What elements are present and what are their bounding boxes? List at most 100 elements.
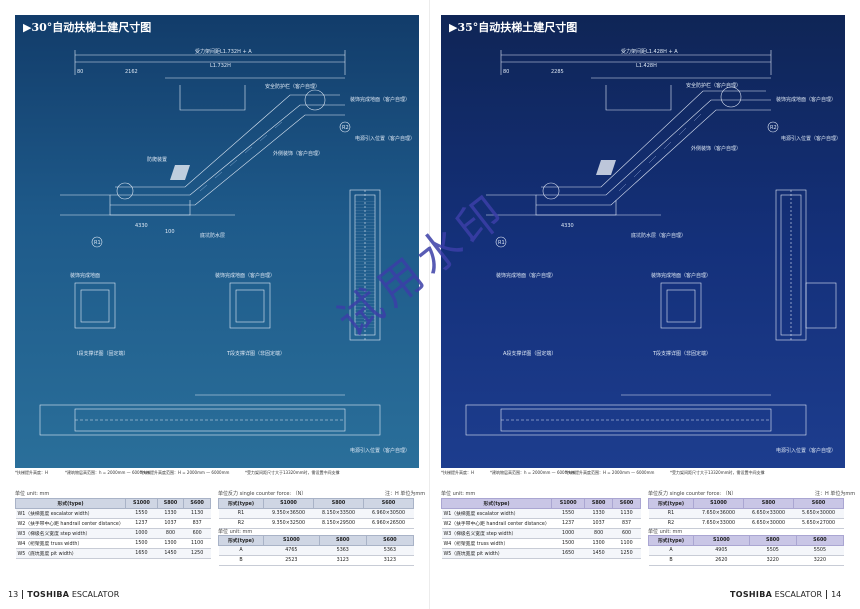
label-detail-b: T段支撑详图（非固定端） [652, 350, 711, 357]
label-finish-floor: 装饰完成地面（客户自理） [776, 96, 836, 103]
dim-4330: 4330 [135, 223, 148, 229]
note-2: *建筑物层高范围：h = 2000mm — 6000mm [65, 470, 150, 475]
dim-mid-span: L1.428H [636, 63, 657, 69]
escalator-drawing-35: 受力架间距L1.428H + A L1.428H 2285 80 4330 R1… [465, 48, 841, 454]
page-number: 14 [831, 590, 842, 599]
note-3: *扶梯提升高度范围：H = 2000mm — 6000mm [140, 470, 230, 475]
label-detail-a: I段支撑详图（固定端） [77, 350, 128, 357]
product-name: ESCALATOR [774, 590, 823, 599]
dim-top-span: 受力架间距L1.732H + A [195, 48, 252, 55]
note-3: *扶梯提升高度范围：H = 2000mm — 6000mm [565, 470, 655, 475]
escalator-drawing-30: 受力架间距L1.732H + A L1.732H 2162 80 4330 10… [39, 48, 415, 454]
width-table: 形式(type) S1000 S800 S600 W1（扶梯宽度 escalat… [440, 498, 641, 559]
note-1: *扶梯提升高度：H [441, 470, 475, 475]
footer-right: TOSHIBA ESCALATOR 14 [730, 590, 841, 599]
width-table: 形式(type) S1000 S800 S600 W1（扶梯宽度 escalat… [14, 498, 211, 559]
dim-2285: 2285 [551, 69, 564, 75]
unit-label: 单位 unit: mm [15, 491, 50, 497]
col-header: S800 [156, 498, 185, 509]
col-header: S1000 [263, 535, 320, 546]
label-deco-floor-b: 装饰完成地面（客户自理） [215, 272, 275, 279]
label-pit-layer: 底坑防水层（客户自理） [631, 232, 686, 239]
brand-logo: TOSHIBA [27, 590, 70, 599]
unit-label: 单位 unit: mm [441, 491, 476, 497]
col-header: S800 [313, 498, 364, 509]
col-header: S600 [363, 498, 414, 509]
dim-r2: R2 [342, 125, 349, 131]
page-left: ▶30°自动扶梯土建尺寸图 [8, 15, 426, 599]
note-4: *受力架间距尺寸大于13320mm时，需设置中间支撑 [670, 470, 765, 475]
unit-label-a: 单位 unit: mm [648, 529, 683, 535]
label-detail-b: T段支撑详图（非固定端） [226, 350, 285, 357]
col-header: 形式(type) [440, 498, 553, 509]
unit-label-a: 单位 unit: mm [218, 529, 253, 535]
note-2: *建筑物层高范围：h = 2000mm — 6000mm [490, 470, 575, 475]
col-header: S600 [365, 535, 415, 546]
col-header: S1000 [693, 498, 744, 509]
dim-2162: 2162 [125, 69, 138, 75]
col-header: S1000 [125, 498, 158, 509]
note-4: *受力架间距尺寸大于13320mm时，需设置中间支撑 [245, 470, 340, 475]
col-header: 形式(type) [648, 498, 694, 509]
label-pit-layer: 底坑防水层 [200, 232, 225, 239]
col-header: 形式(type) [218, 498, 264, 509]
dim-r1: R1 [498, 240, 505, 246]
label-deco-floor-a: 装饰完成地面（客户自理） [496, 272, 556, 279]
label-power: 电源引入位置（客户自理） [350, 447, 410, 454]
force-unit-note: 注：H 单位为mm [815, 491, 856, 497]
dim-r2: R2 [770, 125, 777, 131]
dim-80: 80 [77, 69, 83, 75]
label-finish-floor: 装饰完成地面（客户自理） [350, 96, 410, 103]
label-outer-cladding: 外侧装饰（客户自理） [273, 150, 323, 157]
label-deco-floor-b: 装饰完成地面（客户自理） [651, 272, 711, 279]
col-header: 形式(type) [648, 535, 694, 546]
dim-80: 80 [503, 69, 509, 75]
force-unit-label: 单位反力 single counter force: （N） [648, 491, 737, 497]
dim-mid-span: L1.732H [210, 63, 231, 69]
col-header: S800 [748, 535, 797, 546]
dim-top-span: 受力架间距L1.428H + A [621, 48, 678, 55]
col-header: S1000 [693, 535, 750, 546]
dim-r1: R1 [94, 240, 101, 246]
label-detail-a: A段支撑详图（固定端） [503, 350, 556, 357]
drawing-panel-30: ▶30°自动扶梯土建尺寸图 [15, 15, 419, 468]
page-gutter [429, 0, 430, 609]
col-header: S1000 [263, 498, 314, 509]
label-guard: 安全防护栏（客户自理） [265, 83, 320, 90]
force-unit-label: 单位反力 single counter force: （N） [218, 491, 307, 497]
col-header: S800 [318, 535, 367, 546]
col-header: S600 [795, 535, 845, 546]
panel-title: ▶35°自动扶梯土建尺寸图 [449, 21, 578, 34]
label-anti-climb: 防爬装置 [147, 156, 167, 163]
label-support: 电源引入位置（客户自理） [355, 135, 415, 142]
col-header: S600 [793, 498, 844, 509]
brand-logo: TOSHIBA [730, 590, 773, 599]
drawing-panel-35: ▶35°自动扶梯土建尺寸图 [441, 15, 845, 468]
label-guard: 安全防护栏（客户自理） [686, 82, 741, 89]
panel-title: ▶30°自动扶梯土建尺寸图 [23, 21, 152, 34]
label-support: 电源引入位置（客户自理） [781, 135, 841, 142]
force-unit-note: 注：H 单位为mm [385, 491, 426, 497]
dim-100: 100 [165, 229, 175, 235]
note-1: *扶梯提升高度：H [15, 470, 49, 475]
